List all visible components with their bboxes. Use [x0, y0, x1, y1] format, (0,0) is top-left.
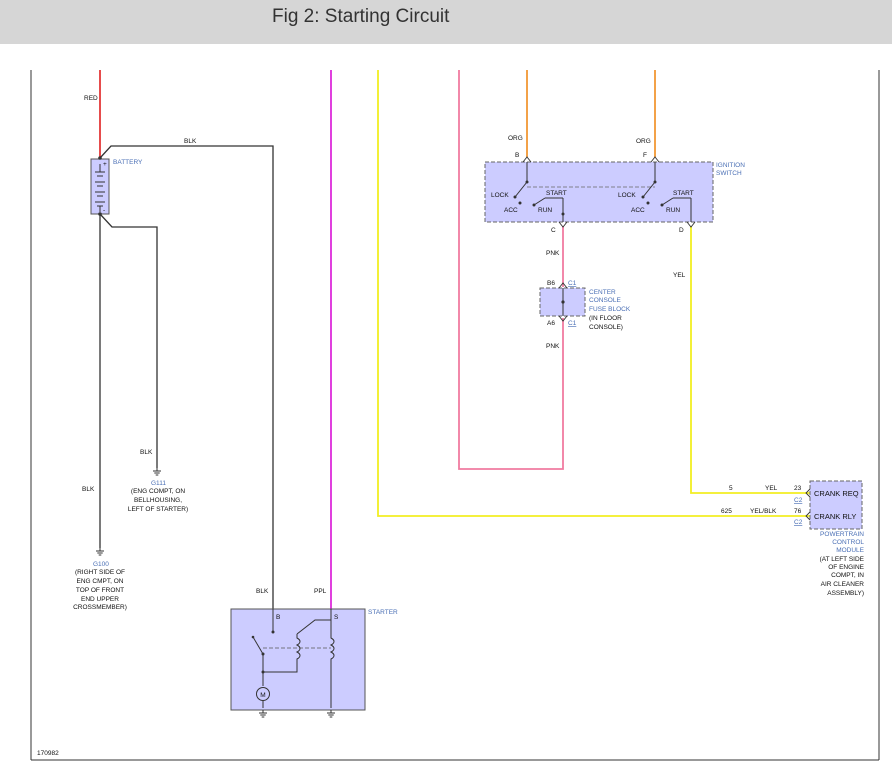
pcm-crank-rly: CRANK RLY [814, 512, 856, 521]
ign-right-lock: LOCK [618, 192, 636, 199]
pcm-connector-rly [805, 511, 811, 521]
ignition-switch-box [484, 161, 714, 223]
wire-label-org-f: ORG [636, 138, 651, 145]
g100-desc-2: ENG CMPT, ON [77, 578, 124, 585]
pcm-location-4: AIR CLEANER [821, 581, 865, 588]
pcm-rly-conn: C2 [794, 519, 803, 526]
ground-g111-icon [152, 467, 162, 476]
battery-top-node [98, 156, 102, 160]
fuse-label-2: CONSOLE [589, 297, 621, 304]
pcm-box [809, 480, 863, 530]
starter-ground-icon [258, 709, 268, 718]
ignition-switch-left [513, 162, 565, 222]
ign-pin-d: D [679, 227, 684, 234]
pcm-crank-req: CRANK REQ [814, 489, 859, 498]
fuse-connector-bottom [558, 315, 568, 322]
fuse-label-3: FUSE BLOCK [589, 306, 631, 313]
ign-label-2: SWITCH [716, 170, 742, 177]
connector-d [686, 221, 696, 228]
wire-label-org-b: ORG [508, 135, 523, 142]
pcm-connector-req [805, 488, 811, 498]
ign-right-acc: ACC [631, 207, 645, 214]
solenoid-ground-icon [326, 709, 336, 718]
ign-right-start: START [673, 190, 694, 197]
figure-title: Fig 2: Starting Circuit [272, 6, 450, 27]
ign-pin-f: F [643, 152, 647, 159]
pcm-label-3: MODULE [836, 547, 864, 554]
ign-left-run: RUN [538, 207, 552, 214]
g100-desc-1: (RIGHT SIDE OF [75, 569, 125, 576]
pcm-rly-pin: 76 [794, 508, 802, 515]
g100-desc-3: TOP OF FRONT [76, 587, 124, 594]
figure-header: Fig 2: Starting Circuit [0, 0, 892, 44]
wire-label-blk-starter: BLK [256, 588, 269, 595]
pcm-label-2: CONTROL [832, 539, 864, 546]
wire-label-pnk-bottom: PNK [546, 343, 560, 350]
g111-desc-2: BELLHOUSING, [134, 497, 182, 504]
wire-label-red: RED [84, 95, 98, 102]
g100-desc-5: CROSSMEMBER) [73, 604, 127, 611]
fuse-pin-top: B6 [547, 280, 555, 287]
battery-label: BATTERY [113, 159, 143, 166]
fuse-label-4: (IN FLOOR [589, 315, 622, 322]
pcm-location-2: OF ENGINE [828, 564, 864, 571]
pcm-req-circuit: 5 [729, 485, 733, 492]
g100-id: G100 [93, 561, 109, 568]
ign-label-1: IGNITION [716, 162, 745, 169]
connector-f [650, 156, 660, 163]
battery-plus: + [103, 161, 107, 168]
fuse-label-5: CONSOLE) [589, 324, 623, 331]
wire-yel-blk [377, 70, 810, 517]
ign-left-start: START [546, 190, 567, 197]
connector-b [522, 156, 532, 163]
wire-label-ppl: PPL [314, 588, 327, 595]
fuse-pin-top-conn: C1 [568, 280, 577, 287]
wire-label-blk-g111: BLK [140, 449, 153, 456]
pcm-location-5: ASSEMBLY) [827, 590, 864, 597]
fuse-pin-bottom-conn: C1 [568, 320, 577, 327]
wire-label-blk-g100: BLK [82, 486, 95, 493]
g100-desc-4: END UPPER [81, 596, 119, 603]
ign-left-lock: LOCK [491, 192, 509, 199]
wire-yel [690, 226, 810, 494]
pcm-req-pin: 23 [794, 485, 802, 492]
fuse-pin-bottom: A6 [547, 320, 555, 327]
g111-desc-1: (ENG COMPT, ON [131, 488, 185, 495]
wire-label-pnk-top: PNK [546, 250, 560, 257]
battery-minus: - [103, 207, 105, 214]
wire-pnk-loop [458, 70, 564, 470]
fuse-element [561, 288, 565, 316]
ign-right-run: RUN [666, 207, 680, 214]
g111-desc-3: LEFT OF STARTER) [128, 506, 188, 513]
fuse-connector-top [558, 282, 568, 289]
g111-id: G111 [151, 480, 166, 487]
ignition-switch-right [641, 162, 692, 222]
wire-label-yel: YEL [673, 272, 686, 279]
ign-left-acc: ACC [504, 207, 518, 214]
starter-internals [251, 609, 335, 708]
wire-label-blk-top: BLK [184, 138, 197, 145]
pcm-location-1: (AT LEFT SIDE [820, 556, 865, 563]
ground-g100-icon [95, 547, 105, 556]
ign-pin-c: C [551, 227, 556, 234]
starter-label: STARTER [368, 609, 398, 616]
wire-blk-g111 [99, 213, 158, 468]
wire-blk-battery-starter [99, 145, 274, 620]
pcm-rly-wire: YEL/BLK [750, 508, 777, 515]
pcm-location-3: COMPT, IN [831, 572, 864, 579]
starter-motor-letter: M [260, 692, 265, 699]
pcm-req-conn: C2 [794, 497, 803, 504]
battery-bottom-node [98, 212, 102, 216]
pcm-req-wire: YEL [765, 485, 778, 492]
figure-id: 170982 [37, 750, 59, 757]
ign-pin-b: B [515, 152, 519, 159]
starter-pin-b: B [276, 614, 280, 621]
pcm-label-1: POWERTRAIN [820, 531, 864, 538]
fuse-label-1: CENTER [589, 289, 616, 296]
starter-pin-s: S [334, 614, 339, 621]
connector-c [558, 221, 568, 228]
starter-box [230, 608, 366, 711]
pcm-rly-circuit: 625 [721, 508, 732, 515]
